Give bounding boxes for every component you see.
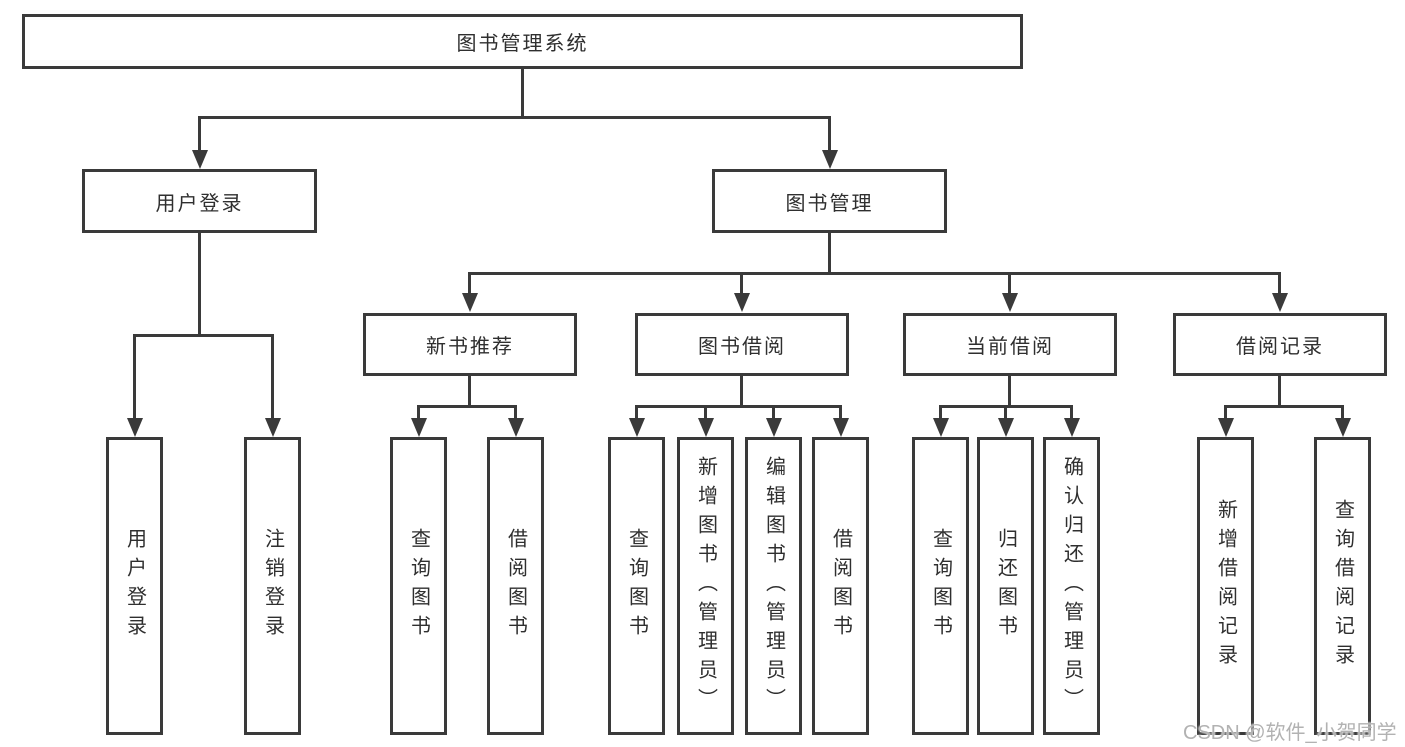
leaf-add-book-admin: 新增图书（管理员） xyxy=(677,437,734,735)
leaf-return-book-label: 归还图书 xyxy=(994,528,1017,644)
arrow-nb-child1 xyxy=(411,418,427,437)
edge-root-rail xyxy=(198,116,831,119)
arrow-to-user-login xyxy=(192,150,208,169)
leaf-borrow-books-recommend: 借阅图书 xyxy=(487,437,544,735)
node-book-borrow: 图书借阅 xyxy=(635,313,849,376)
edge-newbook-drop xyxy=(468,376,471,408)
arrow-to-current-borrow xyxy=(1002,293,1018,312)
edge-to-book-mgmt xyxy=(828,116,831,152)
leaf-borrow-books-label: 借阅图书 xyxy=(829,528,852,644)
arrow-br-child2 xyxy=(1335,418,1351,437)
edge-br-child1 xyxy=(1224,405,1227,420)
edge-records-rail xyxy=(1224,405,1344,408)
edge-to-book-borrow xyxy=(740,272,743,296)
leaf-edit-book-admin-label: 编辑图书（管理员） xyxy=(762,455,785,717)
arrow-cb-child1 xyxy=(933,418,949,437)
node-user-login: 用户登录 xyxy=(82,169,317,233)
edge-br-child2 xyxy=(1341,405,1344,420)
edge-cb-child2 xyxy=(1004,405,1007,420)
leaf-query-borrow-record-label: 查询借阅记录 xyxy=(1331,499,1354,673)
leaf-query-books-current: 查询图书 xyxy=(912,437,969,735)
arrow-to-borrow-records xyxy=(1272,293,1288,312)
edge-to-leaf-login xyxy=(133,334,136,420)
arrow-br-child1 xyxy=(1218,418,1234,437)
node-current-borrow: 当前借阅 xyxy=(903,313,1117,376)
leaf-return-book: 归还图书 xyxy=(977,437,1034,735)
edge-nb-child2 xyxy=(514,405,517,420)
node-new-book-recommend: 新书推荐 xyxy=(363,313,577,376)
arrow-to-new-book xyxy=(462,293,478,312)
leaf-borrow-books-recommend-label: 借阅图书 xyxy=(504,528,527,644)
node-root: 图书管理系统 xyxy=(22,14,1023,69)
edge-nb-child1 xyxy=(417,405,420,420)
edge-to-current-borrow xyxy=(1008,272,1011,296)
arrow-bb-child1 xyxy=(629,418,645,437)
arrow-to-book-borrow xyxy=(734,293,750,312)
edge-records-drop xyxy=(1278,376,1281,408)
leaf-borrow-books: 借阅图书 xyxy=(812,437,869,735)
leaf-logout-label: 注销登录 xyxy=(261,528,284,644)
edge-root-drop xyxy=(521,69,524,119)
edge-newbook-rail xyxy=(417,405,517,408)
node-root-label: 图书管理系统 xyxy=(456,33,589,55)
arrow-to-book-mgmt xyxy=(822,150,838,169)
leaf-query-books-current-label: 查询图书 xyxy=(929,528,952,644)
edge-borrow-rail xyxy=(635,405,842,408)
arrow-bb-child3 xyxy=(766,418,782,437)
node-borrow-records-label: 借阅记录 xyxy=(1236,336,1324,358)
arrow-to-leaf-login xyxy=(127,418,143,437)
node-book-management-label: 图书管理 xyxy=(785,192,874,215)
arrow-nb-child2 xyxy=(508,418,524,437)
csdn-watermark: CSDN @软件_小贺同学 xyxy=(1183,722,1397,744)
edge-cb-child1 xyxy=(939,405,942,420)
leaf-query-books-borrow: 查询图书 xyxy=(608,437,665,735)
arrow-bb-child2 xyxy=(698,418,714,437)
edge-bb-child2 xyxy=(704,405,707,420)
leaf-logout: 注销登录 xyxy=(244,437,301,735)
leaf-query-books-borrow-label: 查询图书 xyxy=(625,528,648,644)
leaf-add-book-admin-label: 新增图书（管理员） xyxy=(694,455,717,717)
edge-bookmgmt-rail xyxy=(468,272,1281,275)
edge-cb-child3 xyxy=(1070,405,1073,420)
leaf-add-borrow-record: 新增借阅记录 xyxy=(1197,437,1254,735)
edge-bookmgmt-drop xyxy=(828,233,831,275)
leaf-query-books-recommend-label: 查询图书 xyxy=(407,528,430,644)
edge-to-leaf-logout xyxy=(271,334,274,420)
edge-to-borrow-records xyxy=(1278,272,1281,296)
node-new-book-recommend-label: 新书推荐 xyxy=(426,336,514,358)
node-current-borrow-label: 当前借阅 xyxy=(966,336,1054,358)
arrow-cb-child2 xyxy=(998,418,1014,437)
edge-userlogin-rail xyxy=(133,334,274,337)
edge-userlogin-drop xyxy=(198,233,201,337)
edge-borrow-drop xyxy=(740,376,743,408)
node-book-management: 图书管理 xyxy=(712,169,947,233)
leaf-confirm-return-admin-label: 确认归还（管理员） xyxy=(1060,455,1083,717)
edge-bb-child4 xyxy=(839,405,842,420)
arrow-cb-child3 xyxy=(1064,418,1080,437)
leaf-query-books-recommend: 查询图书 xyxy=(390,437,447,735)
leaf-confirm-return-admin: 确认归还（管理员） xyxy=(1043,437,1100,735)
leaf-user-login-label: 用户登录 xyxy=(123,528,146,644)
leaf-user-login: 用户登录 xyxy=(106,437,163,735)
arrow-bb-child4 xyxy=(833,418,849,437)
edge-current-drop xyxy=(1008,376,1011,408)
edge-to-new-book xyxy=(468,272,471,296)
node-borrow-records: 借阅记录 xyxy=(1173,313,1387,376)
edge-bb-child3 xyxy=(772,405,775,420)
leaf-edit-book-admin: 编辑图书（管理员） xyxy=(745,437,802,735)
leaf-add-borrow-record-label: 新增借阅记录 xyxy=(1214,499,1237,673)
node-book-borrow-label: 图书借阅 xyxy=(698,336,786,358)
edge-bb-child1 xyxy=(635,405,638,420)
edge-to-user-login xyxy=(198,116,201,152)
arrow-to-leaf-logout xyxy=(265,418,281,437)
node-user-login-label: 用户登录 xyxy=(155,192,244,215)
leaf-query-borrow-record: 查询借阅记录 xyxy=(1314,437,1371,735)
